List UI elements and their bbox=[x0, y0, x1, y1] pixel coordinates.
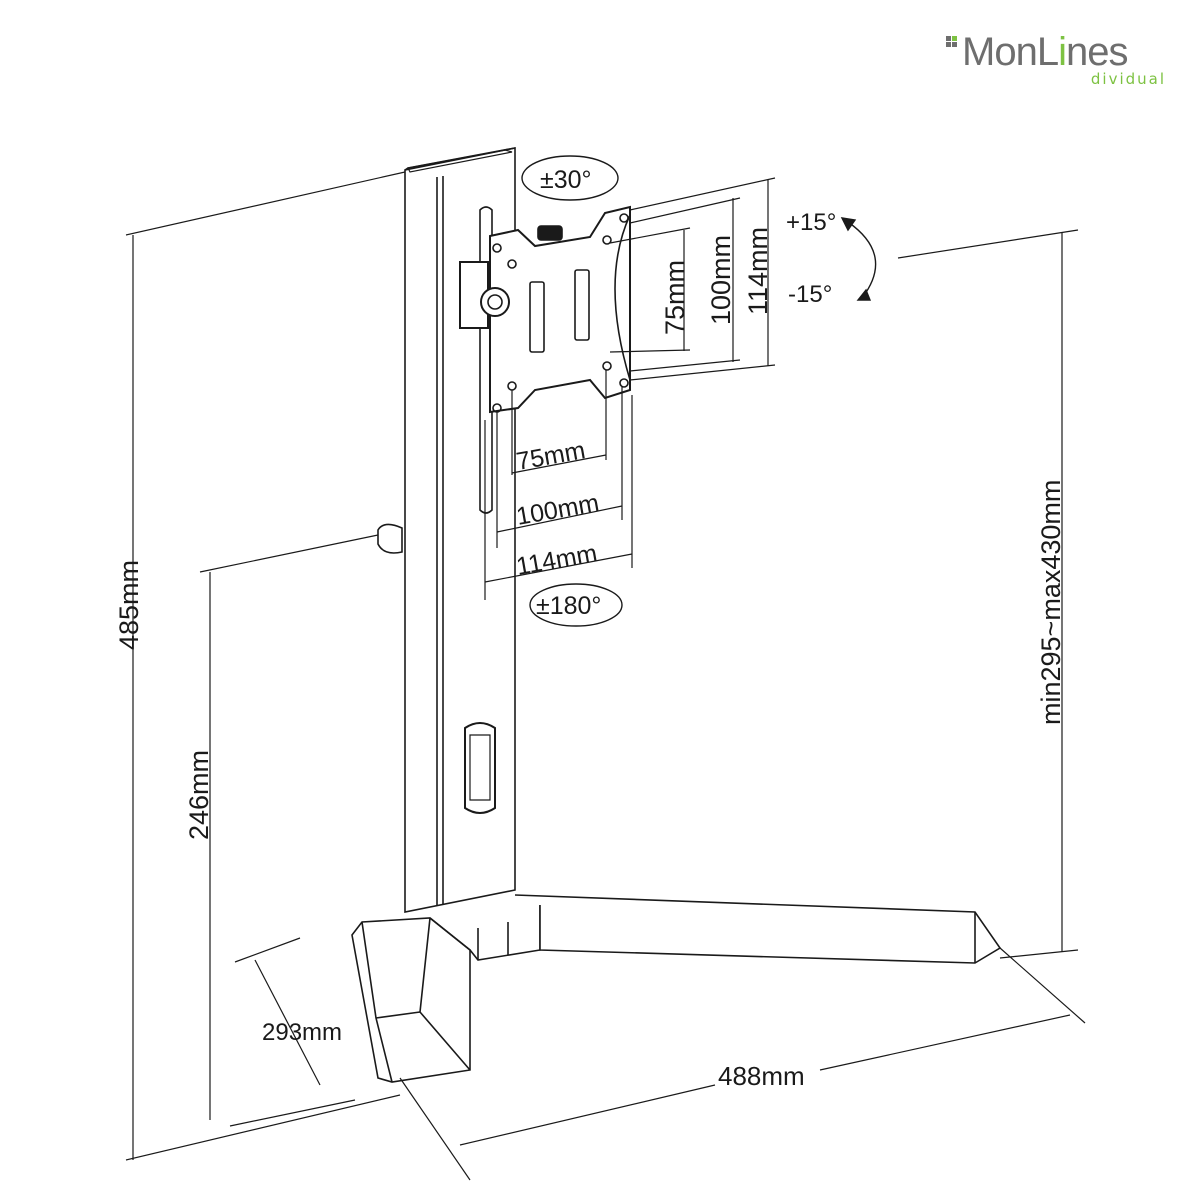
base-feet bbox=[351, 894, 1002, 1083]
base-depth-label: 293mm bbox=[262, 1019, 342, 1046]
vesa-h-114-label: 114mm bbox=[514, 539, 599, 581]
brand-name: MonLines bbox=[962, 30, 1128, 74]
rotation-label: ±180° bbox=[536, 592, 601, 620]
base-width-label: 488mm bbox=[718, 1061, 805, 1091]
labels: 485mm 246mm min295~max430mm 293mm 488mm … bbox=[114, 166, 1066, 1091]
tilt-down-label: -15° bbox=[788, 281, 832, 308]
height-adjust-knob bbox=[377, 523, 403, 554]
dimension-lines bbox=[125, 171, 1086, 1181]
total-height-label: 485mm bbox=[114, 560, 144, 650]
brand-tagline: dividual bbox=[1090, 70, 1166, 88]
vesa-h-100-label: 100mm bbox=[514, 489, 601, 531]
vesa-v-75-label: 75mm bbox=[660, 260, 690, 335]
vesa-v-114-label: 114mm bbox=[743, 227, 773, 315]
brand-logo: MonLines dividual bbox=[944, 28, 1174, 92]
vesa-h-75-label: 75mm bbox=[514, 436, 587, 476]
swivel-indicator bbox=[521, 155, 619, 201]
logo-squares-icon bbox=[946, 36, 958, 48]
rotation-indicator bbox=[529, 583, 623, 627]
rotation-indicators bbox=[521, 155, 877, 627]
tilt-up-label: +15° bbox=[786, 209, 836, 236]
vesa-v-100-label: 100mm bbox=[706, 235, 736, 325]
handle-height-label: 246mm bbox=[184, 750, 214, 840]
vesa-height-range-label: min295~max430mm bbox=[1036, 480, 1066, 725]
vesa-plate bbox=[459, 205, 631, 414]
vertical-pole bbox=[404, 147, 516, 913]
tilt-arc bbox=[847, 221, 877, 299]
swivel-label: ±30° bbox=[540, 166, 592, 194]
